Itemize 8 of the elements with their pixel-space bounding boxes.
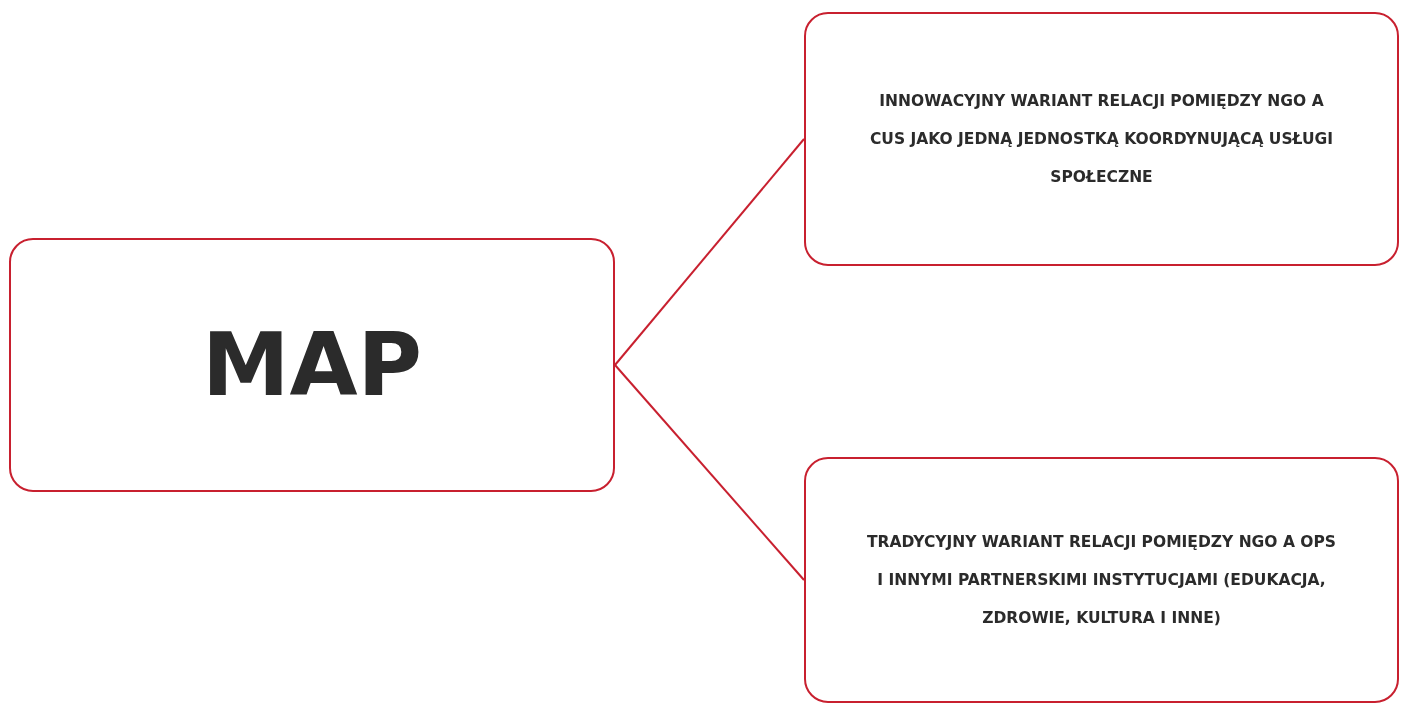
box-text: MAP bbox=[201, 316, 423, 414]
rounded-box bbox=[804, 457, 1399, 703]
rounded-box bbox=[9, 238, 615, 492]
box-text: TRADYCYJNY WARIANT RELACJI POMIĘDZY NGO A OPS I INNYMI PARTNERSKIMI INSTYTUCJAMI (EDUKACJA, ZDROWIE, KULTURA I INNE) bbox=[866, 532, 1337, 629]
connector-line bbox=[614, 138, 805, 366]
box-text: INNOWACYJNY WARIANT RELACJI POMIĘDZY NGO A CUS JAKO JEDNĄ JEDNOSTKĄ KOORDYNUJĄCĄ USŁUGI SPOŁECZNE bbox=[868, 91, 1335, 188]
connector-line bbox=[614, 364, 805, 581]
rounded-box bbox=[804, 12, 1399, 266]
